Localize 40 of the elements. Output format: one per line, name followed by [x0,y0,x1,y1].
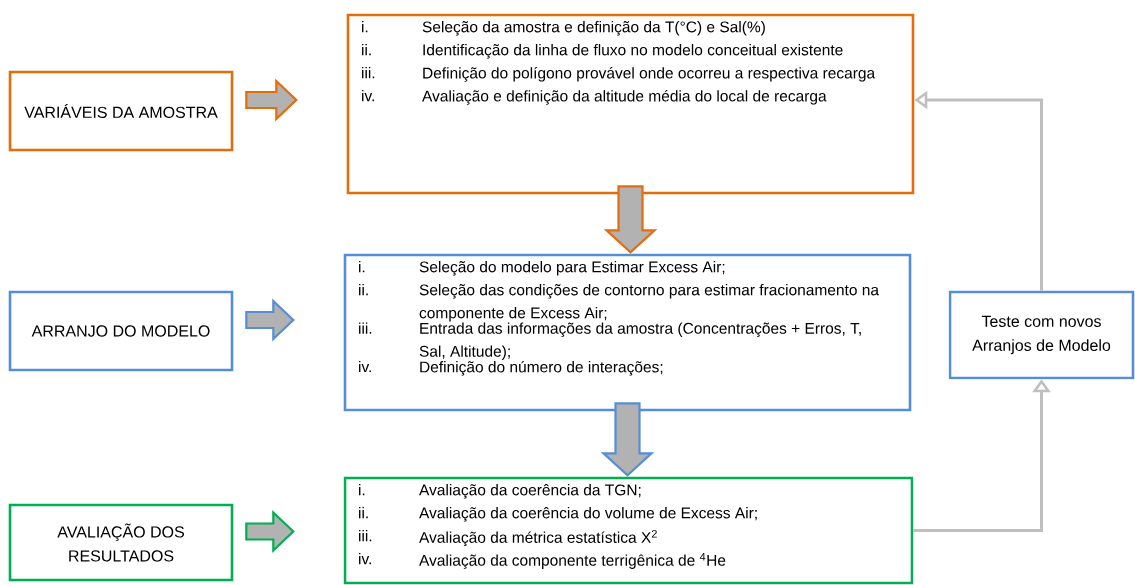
list-item: Seleção da amostra e definição da T(°C) e Sal(%) [422,21,765,36]
block-arrow [600,402,655,477]
list-numeral: i. [362,21,368,33]
list-numeral: iv. [359,360,371,373]
list-numeral: iv. [359,553,371,565]
box-label: ARRANJO DO MODELO [31,325,210,337]
step-box [8,70,234,152]
list-item: Seleção do modelo para Estimar Excess Air; [419,261,725,276]
box-label: Teste com novos Arranjos de Modelo [972,315,1111,355]
list-item: Definição do polígono provável onde ocorreu a respectiva recarga [423,67,876,82]
list-numeral: iii. [359,530,372,542]
list-item: Avaliação da coerência da TGN; [419,484,641,499]
box-label: VARIÁVEIS DA AMOSTRA [24,103,218,118]
step-box [8,290,234,372]
step-box [8,503,234,582]
list-item: Avaliação e definição da altitude média do local de recarga [422,90,827,105]
list-numeral: ii. [359,284,368,296]
block-arrow [245,78,298,122]
list-item: Avaliação da métrica estatística X$^{2}$ [419,530,657,547]
list-numeral: i. [359,484,365,496]
block-arrow [603,185,658,254]
list-numeral: ii. [359,507,368,519]
list-item: Seleção das condições de contorno para estimar fracionamento na componente de Excess Air; [419,284,879,322]
list-box [346,13,915,195]
list-numeral: iv. [362,90,374,102]
list-item: Entrada das informações da amostra (Concentrações + Erros, T, Sal, Altitude); [419,322,861,360]
list-numeral: iii. [359,322,372,334]
list-numeral: i. [359,261,365,273]
block-arrow [245,509,295,554]
step-box [948,290,1135,380]
list-numeral: ii. [362,44,371,56]
list-item: Identificação da linha de fluxo no modelo conceitual existente [423,44,843,59]
list-item: Avaliação da componente terrigênica de $^{4}$He [419,553,726,569]
block-arrow [245,298,295,342]
list-box [343,253,912,412]
list-item: Avaliação da coerência do volume de Excess Air; [419,507,757,522]
box-label: AVALIAÇÃO DOS RESULTADOS [57,523,184,562]
list-box [343,476,914,585]
list-item: Definição do número de interações; [420,360,663,376]
list-numeral: iii. [362,67,375,79]
